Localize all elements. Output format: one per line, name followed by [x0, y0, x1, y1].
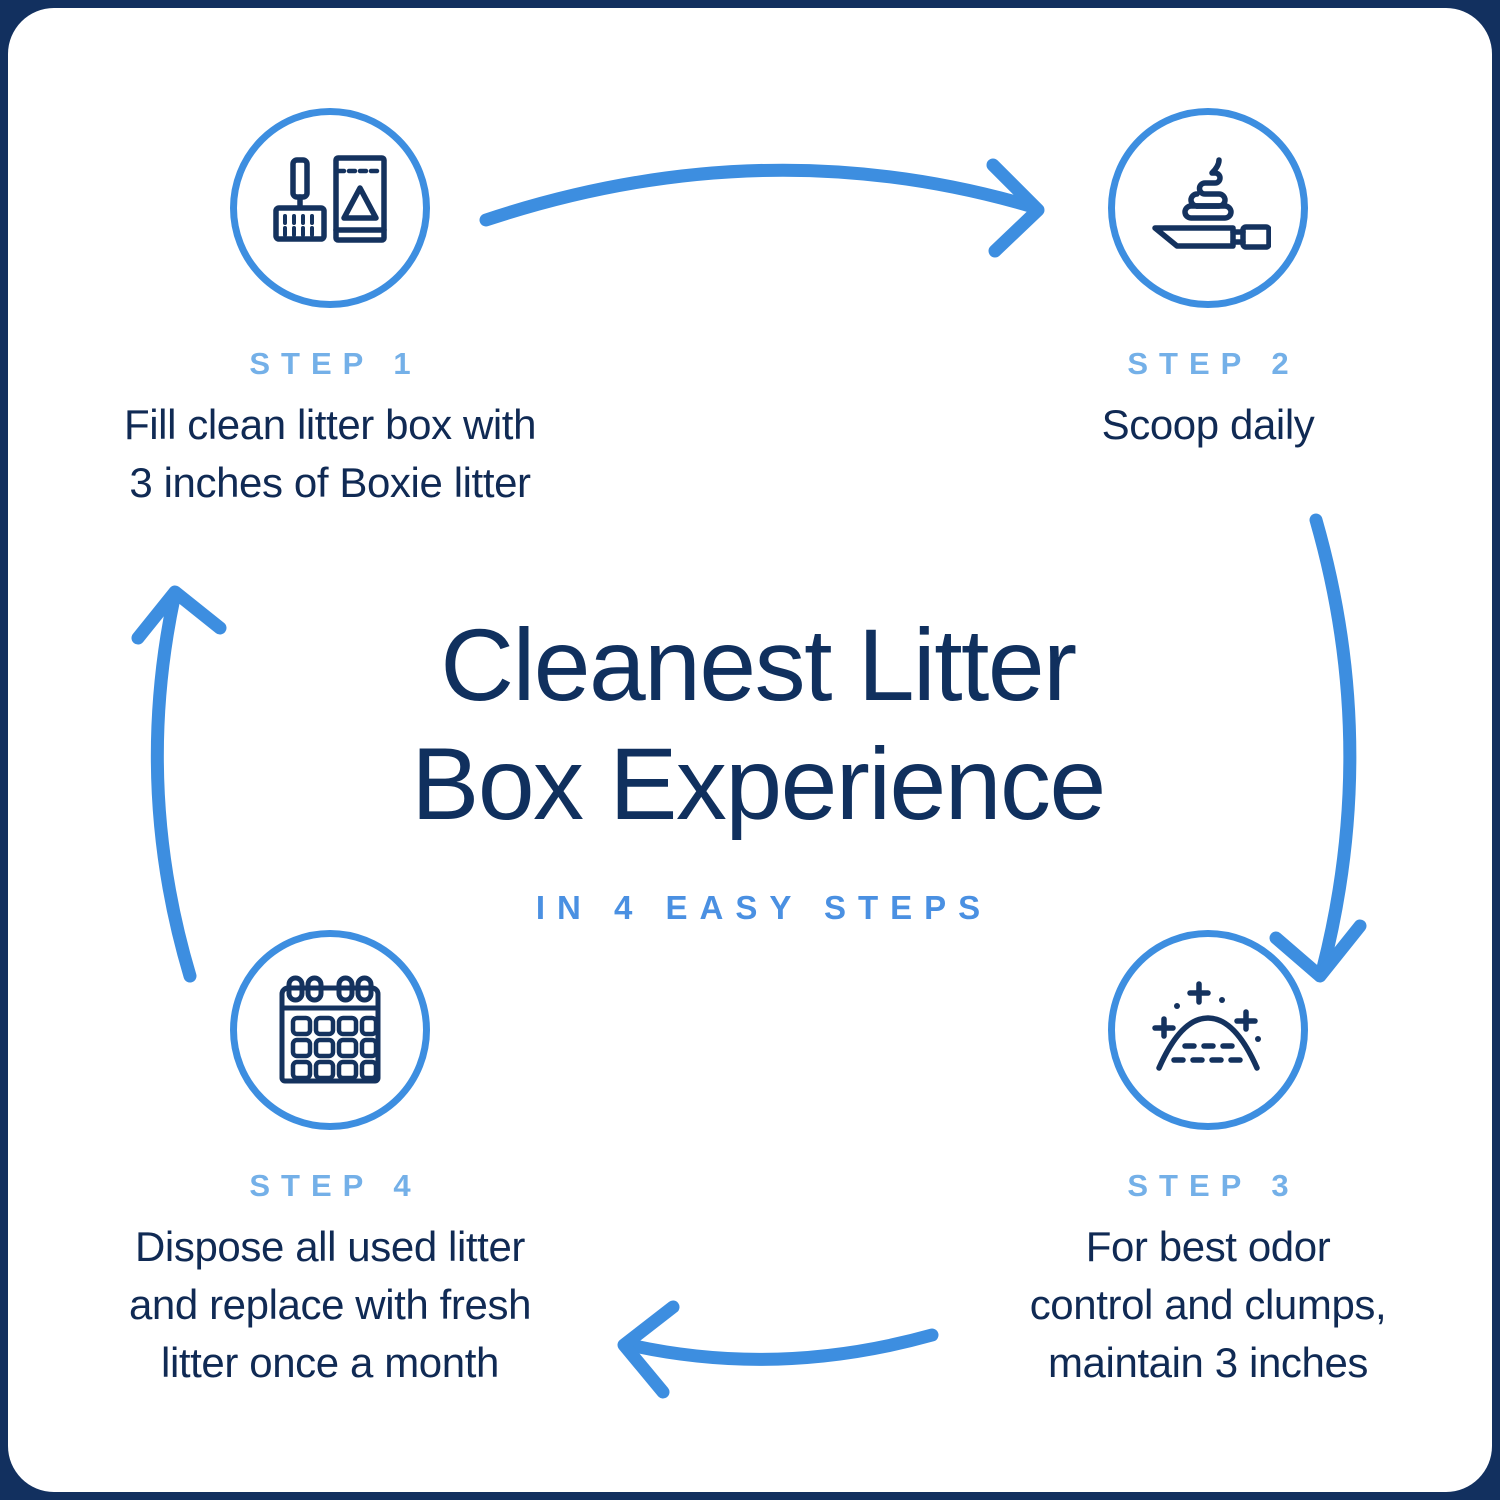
step-1-desc-line-2: 3 inches of Boxie litter [129, 458, 531, 506]
litter-mound-sparkle-icon [1143, 976, 1273, 1084]
arrow-step4-to-step1 [131, 585, 227, 983]
step-2-desc-line-1: Scoop daily [1101, 401, 1315, 448]
step-2-label: STEP 2 [1127, 346, 1300, 381]
step-4-desc-line-2: and replace with fresh [128, 1280, 532, 1328]
step-2-block: STEP 2 Scoop daily [928, 108, 1488, 454]
step-4-block: STEP 4 Dispose all used litter and repla… [50, 930, 610, 1392]
step-3-label: STEP 3 [1127, 1168, 1300, 1203]
step-4-icon-circle [230, 930, 430, 1130]
step-4-desc-line-1: Dispose all used litter [135, 1223, 525, 1270]
step-1-label: STEP 1 [249, 346, 422, 381]
infographic-card: STEP 1 Fill clean litter box with 3 inch… [8, 8, 1492, 1492]
page-title: Cleanest Litter Box Experience [258, 606, 1258, 845]
step-4-label: STEP 4 [249, 1168, 422, 1203]
step-1-description: Fill clean litter box with 3 inches of B… [50, 396, 610, 512]
step-3-icon-circle [1108, 930, 1308, 1130]
page-title-line-2: Box Experience [411, 727, 1106, 842]
step-3-description: For best odor control and clumps, mainta… [928, 1218, 1488, 1392]
step-2-icon-circle [1108, 108, 1308, 308]
step-4-desc-line-3: litter once a month [161, 1338, 499, 1386]
step-1-desc-line-1: Fill clean litter box with [123, 401, 537, 448]
step-3-desc-line-3: maintain 3 inches [1047, 1338, 1369, 1386]
step-3-block: STEP 3 For best odor control and clumps,… [928, 930, 1488, 1392]
center-block: Cleanest Litter Box Experience IN 4 EASY… [258, 606, 1258, 927]
step-4-description: Dispose all used litter and replace with… [50, 1218, 610, 1392]
page-title-line-1: Cleanest Litter [440, 608, 1077, 722]
arrow-step3-to-step4 [617, 1300, 939, 1399]
step-3-desc-line-1: For best odor [1085, 1223, 1331, 1270]
step-3-desc-line-2: control and clumps, [1029, 1280, 1387, 1328]
scooper-with-waste-icon [1145, 152, 1271, 264]
step-2-description: Scoop daily [928, 396, 1488, 454]
calendar-icon [272, 972, 388, 1088]
arrow-step2-to-step3 [1269, 513, 1367, 983]
step-1-icon-circle [230, 108, 430, 308]
scoop-and-litter-bag-icon [268, 148, 392, 268]
page-subtitle: IN 4 EASY STEPS [535, 888, 993, 926]
step-1-block: STEP 1 Fill clean litter box with 3 inch… [50, 108, 610, 512]
